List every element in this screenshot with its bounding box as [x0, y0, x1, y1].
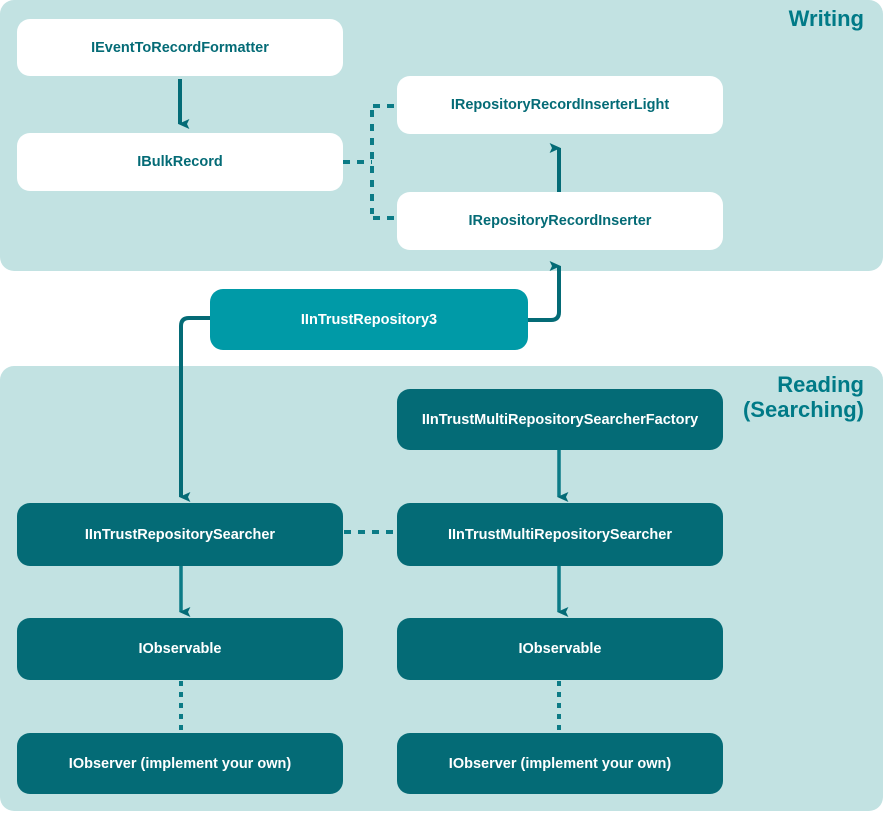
node-observer-left[interactable]: IObserver (implement your own): [17, 733, 343, 794]
node-observer-right[interactable]: IObserver (implement your own): [397, 733, 723, 794]
panel-writing-title: Writing: [788, 6, 864, 31]
node-intrust-multi-repository-searcher-factory[interactable]: IInTrustMultiRepositorySearcherFactory: [397, 389, 723, 450]
node-event-to-record-formatter[interactable]: IEventToRecordFormatter: [17, 19, 343, 76]
node-observable-left[interactable]: IObservable: [17, 618, 343, 680]
node-intrust-repository-searcher[interactable]: IInTrustRepositorySearcher: [17, 503, 343, 566]
node-label: IInTrustMultiRepositorySearcher: [448, 526, 672, 543]
node-label: IEventToRecordFormatter: [91, 39, 269, 56]
node-label: IObserver (implement your own): [448, 755, 672, 772]
node-label: IObserver (implement your own): [68, 755, 292, 772]
node-label: IObservable: [518, 641, 602, 657]
node-label: IBulkRecord: [137, 154, 223, 170]
node-label: IInTrustRepositorySearcher: [84, 526, 276, 543]
node-intrust-multi-repository-searcher[interactable]: IInTrustMultiRepositorySearcher: [397, 503, 723, 566]
node-label: IInTrustMultiRepositorySearcherFactory: [421, 411, 699, 428]
node-intrust-repository3[interactable]: IInTrustRepository3: [210, 289, 528, 350]
node-bulk-record[interactable]: IBulkRecord: [17, 133, 343, 191]
node-repository-record-inserter[interactable]: IRepositoryRecordInserter: [397, 192, 723, 250]
node-label: IInTrustRepository3: [300, 311, 438, 328]
node-label: IRepositoryRecordInserterLight: [450, 97, 670, 113]
panel-reading-title: Reading (Searching): [742, 372, 864, 422]
node-label: IRepositoryRecordInserter: [468, 213, 652, 229]
node-repository-record-inserter-light[interactable]: IRepositoryRecordInserterLight: [397, 76, 723, 134]
node-observable-right[interactable]: IObservable: [397, 618, 723, 680]
node-label: IObservable: [138, 641, 222, 657]
connector-repository3-to-inserter: [528, 260, 561, 322]
